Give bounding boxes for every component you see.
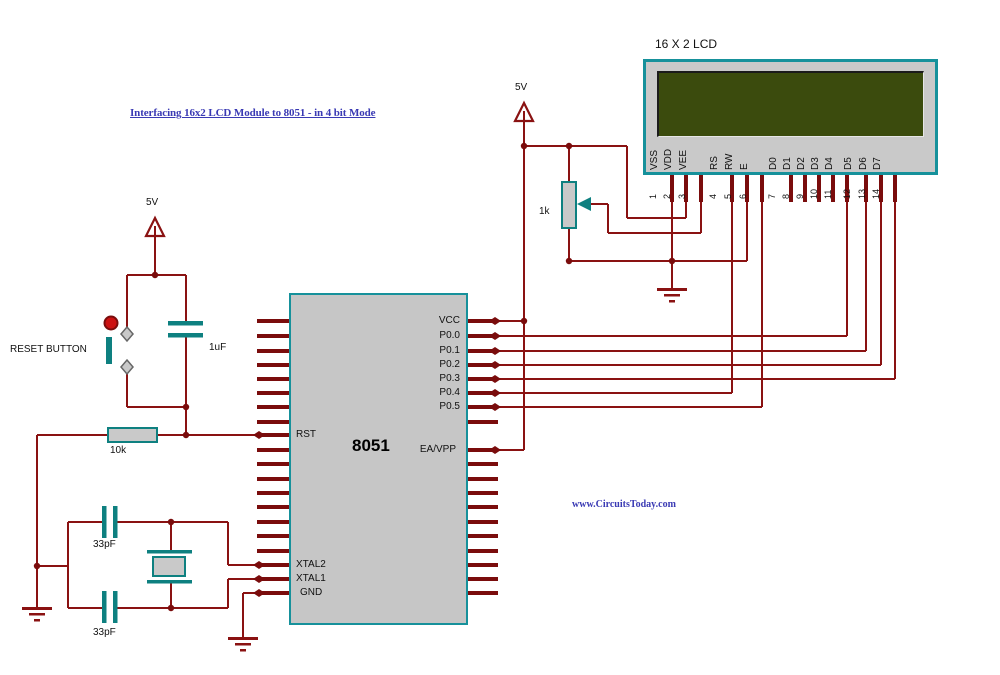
mcu-pin-label-p00: P0.0 — [439, 330, 460, 341]
lcd-pin-number-13: 13 — [857, 188, 867, 199]
lcd-pin-number-3: 3 — [677, 193, 687, 199]
resistor-10k-symbol — [107, 427, 158, 443]
mcu-pin-label-p04: P0.4 — [439, 387, 460, 398]
pin-terminal-diamonds — [253, 317, 501, 597]
lcd-pin-number-2: 2 — [662, 193, 672, 199]
mcu-name-label: 8051 — [352, 436, 390, 455]
page-title: Interfacing 16x2 LCD Module to 8051 - in… — [130, 107, 376, 119]
lcd-pin-number-11: 11 — [823, 189, 833, 199]
lcd-screen — [657, 71, 924, 137]
mcu-pin-label-p03: P0.3 — [439, 373, 460, 384]
lcd-pin-number-8: 8 — [781, 193, 791, 199]
reset-capacitor-label: 1uF — [209, 342, 227, 353]
lcd-pin-number-1: 1 — [648, 193, 658, 199]
ground-symbol-lcd — [657, 288, 687, 303]
reset-button-symbol — [103, 315, 134, 376]
mcu-pin-label-vcc: VCC — [438, 315, 460, 326]
lcd-pin-number-5: 5 — [723, 193, 733, 199]
lcd-pin-number-14: 14 — [871, 188, 881, 199]
lcd-pin-number-7: 7 — [767, 193, 777, 199]
lcd-pin-name-E: E — [739, 163, 750, 170]
lcd-pin-name-D6: D6 — [858, 157, 869, 170]
lcd-pin-name-VSS: VSS — [649, 149, 660, 170]
crystal-cap-top-label: 33pF — [93, 539, 116, 550]
supply-5v-label-left: 5V — [146, 197, 159, 208]
mcu-pin-label-gnd: GND — [300, 587, 323, 598]
ground-symbol-left — [22, 607, 52, 622]
lcd-pin-name-D0: D0 — [768, 157, 779, 170]
pot-1k-symbol — [561, 181, 591, 229]
lcd-pin-name-D5: D5 — [843, 157, 854, 170]
ground-symbol-mcu — [228, 637, 258, 652]
lcd-pin-name-RS: RS — [709, 156, 720, 170]
contrast-pot-label: 1k — [539, 206, 550, 217]
mcu-pin-label-p02: P0.2 — [439, 359, 460, 370]
lcd-pin-number-4: 4 — [708, 193, 718, 199]
lcd-pin-number-12: 12 — [842, 188, 852, 199]
crystal-symbol — [147, 550, 192, 584]
lcd-pin-name-VEE: VEE — [678, 149, 689, 170]
lcd-pin-number-9: 9 — [795, 193, 805, 199]
mcu-pin-label-xtal1: XTAL1 — [296, 573, 326, 584]
lcd-pin-number-10: 10 — [809, 188, 819, 199]
lcd-module — [643, 59, 938, 175]
lcd-pin-stubs — [670, 175, 897, 202]
capacitor-1uf-symbol — [168, 321, 203, 338]
mcu-pin-label-p01: P0.1 — [439, 345, 460, 356]
power-arrow-right — [513, 100, 535, 123]
mcu-pin-label-p05: P0.5 — [439, 401, 460, 412]
capacitor-33pf-bottom-symbol — [102, 591, 118, 623]
mcu-8051 — [289, 293, 468, 625]
crystal-cap-bottom-label: 33pF — [93, 627, 116, 638]
lcd-pin-number-6: 6 — [738, 193, 748, 199]
mcu-pin-label-rst: RST — [296, 429, 316, 440]
capacitor-33pf-top-symbol — [102, 506, 118, 538]
lcd-pin-name-D1: D1 — [782, 157, 793, 170]
pullup-resistor-label: 10k — [110, 445, 127, 456]
junction-dots — [33, 142, 676, 612]
power-arrow-left — [144, 215, 166, 238]
lcd-pin-name-D3: D3 — [810, 157, 821, 170]
mcu-pin-label-ea: EA/VPP — [419, 444, 456, 455]
lcd-pin-name-D2: D2 — [796, 157, 807, 170]
supply-5v-label-right: 5V — [515, 82, 528, 93]
watermark-text: www.CircuitsToday.com — [572, 499, 676, 510]
lcd-pin-name-RW: RW — [724, 153, 735, 170]
mcu-pin-label-xtal2: XTAL2 — [296, 559, 326, 570]
reset-button-label: RESET BUTTON — [10, 344, 87, 355]
lcd-title: 16 X 2 LCD — [655, 37, 718, 51]
lcd-pin-name-D7: D7 — [872, 157, 883, 170]
lcd-pin-name-D4: D4 — [824, 157, 835, 170]
lcd-pin-name-VDD: VDD — [663, 148, 674, 170]
